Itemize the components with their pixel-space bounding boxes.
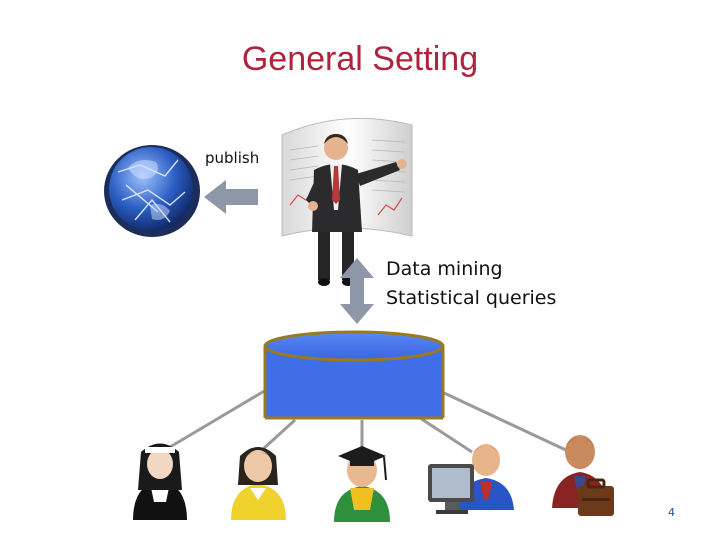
- query-type-statistical-queries: Statistical queries: [386, 287, 557, 309]
- connector-line: [260, 418, 297, 452]
- query-type-data-mining: Data mining: [386, 258, 503, 280]
- user-nun-icon: [133, 443, 187, 520]
- connector-lines: [164, 388, 571, 454]
- double-arrow-icon: [340, 258, 374, 324]
- user-computer-icon: [428, 444, 514, 514]
- connector-line: [164, 388, 267, 452]
- globe-icon: [104, 145, 200, 237]
- database-cylinder-icon: [263, 330, 445, 420]
- analyst-presenter-icon: [281, 117, 413, 286]
- connector-line: [441, 390, 571, 454]
- publish-arrow: [204, 180, 258, 214]
- connector-line: [419, 416, 473, 454]
- query-types-label: Data mining Statistical queries: [386, 255, 556, 313]
- user-businessman-icon: [552, 435, 614, 516]
- user-blonde-icon: [231, 447, 286, 520]
- page-number: 4: [668, 506, 675, 519]
- publish-label: publish: [205, 149, 260, 167]
- slide-title: General Setting: [241, 40, 479, 78]
- user-graduate-icon: [334, 446, 390, 522]
